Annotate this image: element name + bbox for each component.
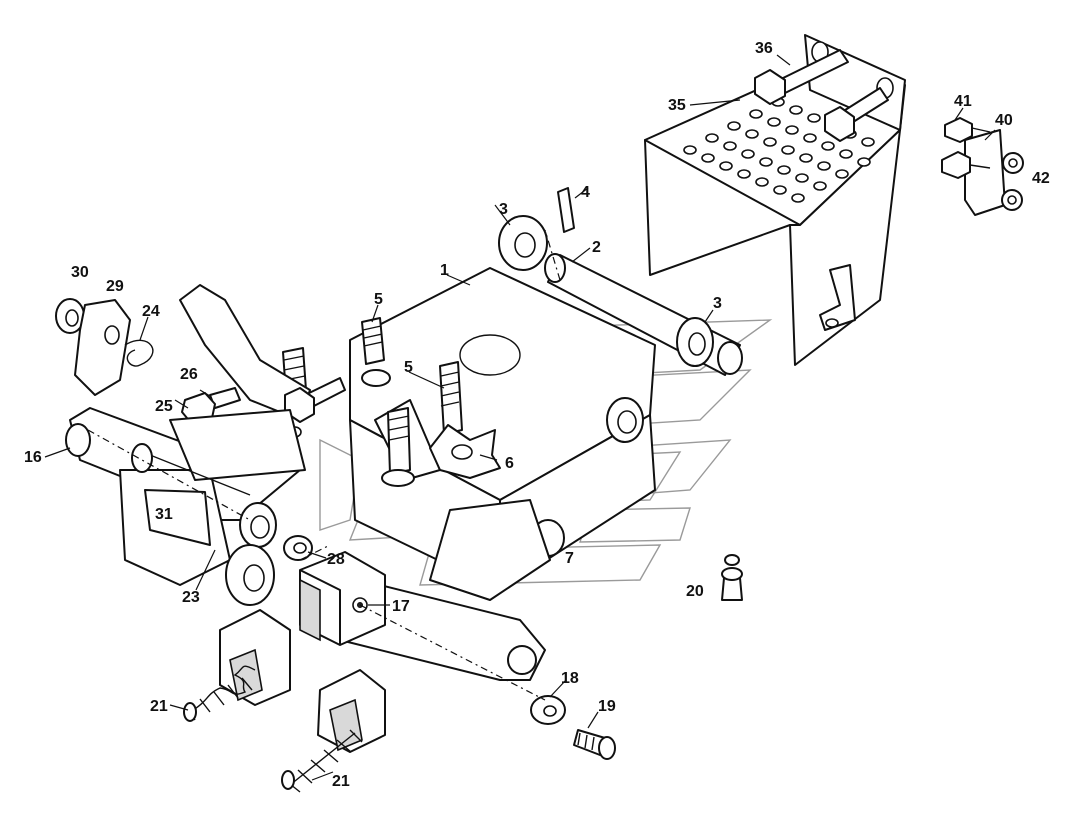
spring-right — [281, 729, 363, 793]
callout-42: 42 — [1032, 170, 1050, 187]
screw — [573, 729, 616, 760]
callout-5-upper: 5 — [374, 291, 383, 308]
clevis-ring — [225, 544, 275, 606]
callout-3-right: 3 — [713, 295, 722, 312]
callout-1: 1 — [440, 262, 449, 279]
callout-3-upper: 3 — [499, 201, 508, 218]
block — [299, 551, 386, 646]
spring-left — [183, 665, 256, 722]
callout-21-left: 21 — [150, 698, 168, 715]
assembly-axes — [87, 229, 561, 701]
callout-7: 7 — [565, 550, 574, 567]
callout-19: 19 — [598, 698, 616, 715]
spring-housing-left — [219, 609, 291, 706]
callout-25: 25 — [155, 398, 173, 415]
pin — [557, 187, 575, 233]
bracket-assembly — [941, 117, 1024, 216]
callout-4: 4 — [581, 184, 590, 201]
yoke — [65, 407, 306, 586]
grease-nipple — [721, 554, 743, 601]
leader-lines — [44, 54, 996, 781]
callout-5-middle: 5 — [404, 359, 413, 376]
washer-right — [676, 317, 714, 367]
callout-labels: 1 2 3 3 4 5 5 6 7 16 17 18 19 20 21 21 2… — [24, 40, 1050, 790]
studs — [282, 317, 463, 487]
small-washer — [283, 535, 313, 561]
callout-18: 18 — [561, 670, 579, 687]
callout-30: 30 — [71, 264, 89, 281]
callout-2: 2 — [592, 239, 601, 256]
spring-housing-right — [317, 669, 386, 753]
callout-41: 41 — [954, 93, 972, 110]
washer-small — [530, 695, 566, 725]
callout-23: 23 — [182, 589, 200, 606]
callout-24: 24 — [142, 303, 160, 320]
callout-21-right: 21 — [332, 773, 350, 790]
callout-36: 36 — [755, 40, 773, 57]
washer-upper — [498, 215, 548, 271]
lower-lever — [339, 499, 551, 681]
callout-17: 17 — [392, 598, 410, 615]
callout-20: 20 — [686, 583, 704, 600]
callout-6: 6 — [505, 455, 514, 472]
callout-16: 16 — [24, 449, 42, 466]
callout-29: 29 — [106, 278, 124, 295]
callout-35: 35 — [668, 97, 686, 114]
callout-28: 28 — [327, 551, 345, 568]
cover-bolts — [754, 49, 889, 142]
callout-31: 31 — [155, 506, 173, 523]
hook-assembly — [55, 298, 154, 396]
star-washer — [429, 424, 501, 479]
callout-40: 40 — [995, 112, 1013, 129]
callout-26: 26 — [180, 366, 198, 383]
